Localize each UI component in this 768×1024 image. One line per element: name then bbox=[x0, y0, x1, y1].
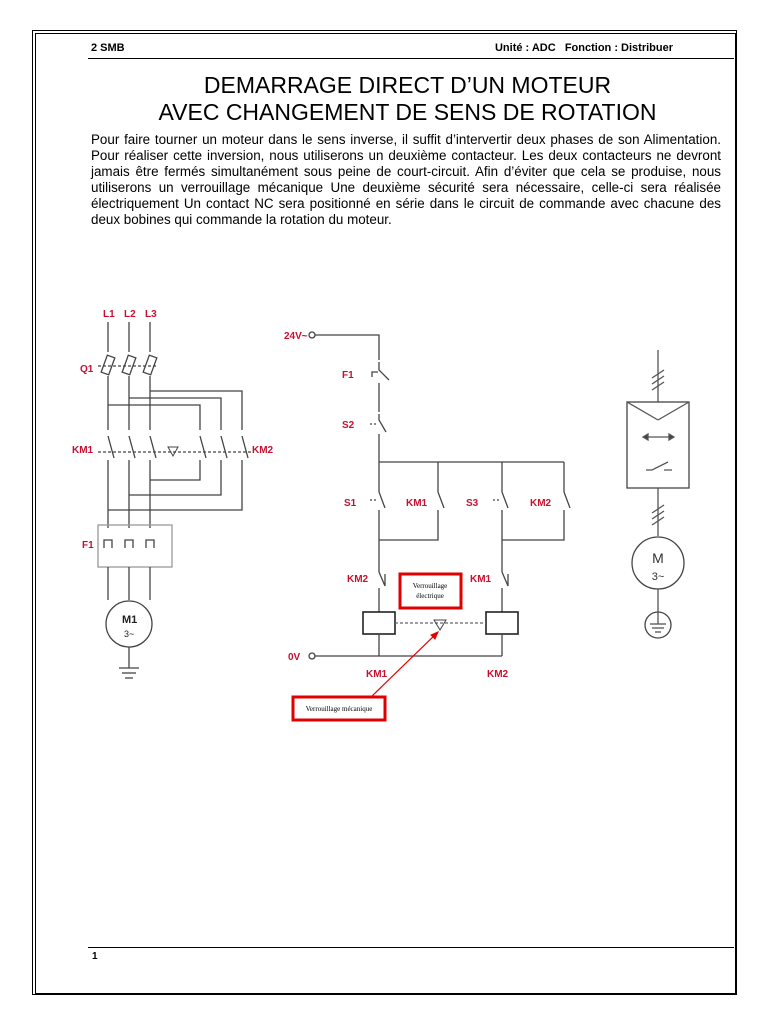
coil-km1-label: KM1 bbox=[366, 669, 388, 680]
start-s3-label: S3 bbox=[466, 498, 479, 509]
contactor-km1-label: KM1 bbox=[72, 445, 94, 456]
start-s1-label: S1 bbox=[344, 498, 357, 509]
fuse-f1-label: F1 bbox=[342, 370, 354, 381]
stop-s2-label: S2 bbox=[342, 420, 355, 431]
interlock-km2-label: KM2 bbox=[347, 574, 369, 585]
motor-m1-label: M1 bbox=[122, 614, 137, 626]
page-title-line-1: DEMARRAGE DIRECT D’UN MOTEUR bbox=[203, 72, 612, 98]
supply-24v-label: 24V~ bbox=[284, 331, 308, 342]
phase-l3-label: L3 bbox=[145, 309, 157, 320]
breaker-q1-label: Q1 bbox=[80, 364, 94, 375]
page-frame-inner bbox=[35, 33, 737, 995]
control-circuit bbox=[308, 331, 571, 660]
reversing-starter-symbol bbox=[626, 350, 690, 639]
electrical-interlock-annotation: Verrouillage électrique bbox=[398, 572, 463, 610]
mechanical-interlock-text: Verrouillage mécanique bbox=[306, 705, 373, 713]
intro-text: Pour faire tourner un moteur dans le sen… bbox=[91, 132, 721, 227]
supply-0v-label: 0V bbox=[288, 652, 301, 663]
electrical-interlock-text-2: électrique bbox=[416, 592, 444, 600]
motor-type-label: 3~ bbox=[124, 629, 134, 639]
contactor-km2-label: KM2 bbox=[252, 445, 274, 456]
page-title-line-2: AVEC CHANGEMENT DE SENS DE ROTATION bbox=[158, 99, 657, 125]
phase-l2-label: L2 bbox=[124, 309, 136, 320]
electrical-interlock-text-1: Verrouillage bbox=[413, 582, 448, 590]
mechanical-interlock-annotation: Verrouillage mécanique bbox=[291, 631, 439, 722]
header-rule bbox=[88, 58, 734, 59]
footer-rule bbox=[88, 947, 734, 948]
header-class: 2 SMB bbox=[91, 42, 125, 54]
symbol-motor-type: 3~ bbox=[652, 571, 665, 583]
power-circuit bbox=[97, 322, 252, 679]
page-number: 1 bbox=[92, 951, 98, 962]
phase-l1-label: L1 bbox=[103, 309, 115, 320]
intro-paragraph: Pour faire tourner un moteur dans le sen… bbox=[91, 132, 721, 228]
interlock-km1-label: KM1 bbox=[470, 574, 492, 585]
header-unit-function: Unité : ADC Fonction : Distribuer bbox=[494, 42, 673, 54]
control-labels: 24V~ F1 S2 S1 KM1 S3 KM2 KM2 KM1 0V KM1 … bbox=[284, 331, 552, 680]
coil-km2-label: KM2 bbox=[487, 669, 509, 680]
relay-f1-label: F1 bbox=[82, 540, 94, 551]
power-labels: L1 L2 L3 Q1 KM1 KM2 F1 M1 3~ bbox=[72, 309, 274, 639]
hold-km2-label: KM2 bbox=[530, 498, 552, 509]
symbol-motor-label: M bbox=[652, 550, 664, 566]
hold-km1-label: KM1 bbox=[406, 498, 428, 509]
